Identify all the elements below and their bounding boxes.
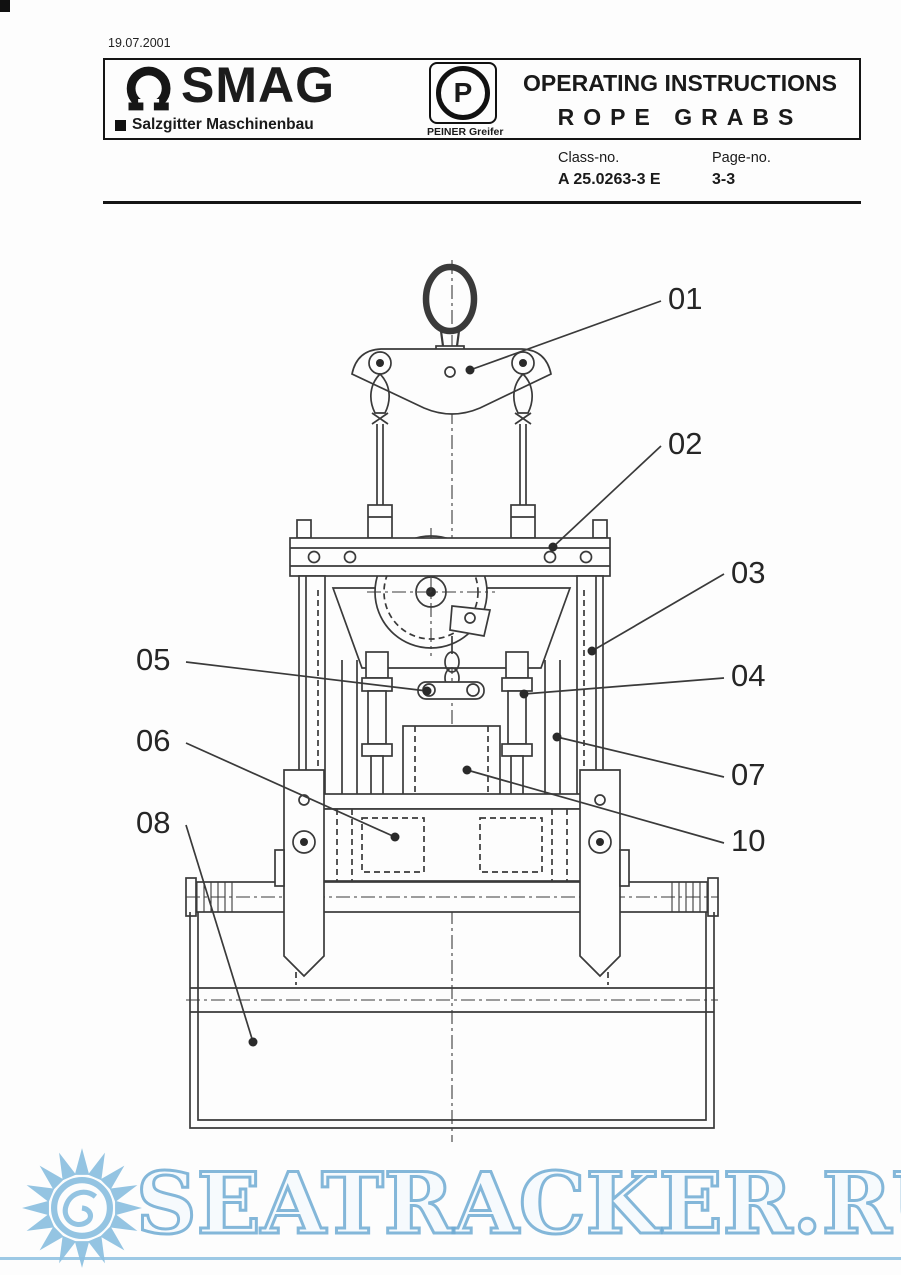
hanger-plates: [274, 769, 630, 978]
lower-frame: [322, 793, 582, 882]
page-number-label: Page-no.: [712, 150, 771, 166]
head-beam: [289, 519, 611, 577]
callout-01: 01: [668, 281, 703, 316]
smag-subtitle-text: Salzgitter Maschinenbau: [132, 116, 314, 133]
callout-08: 08: [136, 805, 171, 840]
date-stamp: 19.07.2001: [108, 36, 171, 50]
peiner-letter: P: [453, 77, 473, 108]
callout-03: 03: [731, 555, 766, 590]
peiner-logo-box: P: [429, 62, 497, 124]
inner-guides: [341, 660, 561, 795]
header-divider: [103, 201, 861, 204]
page-number-block: Page-no. 3-3: [712, 150, 771, 189]
smag-name: SMAG: [181, 57, 335, 113]
peiner-logo: P PEINER Greifer: [427, 62, 504, 138]
smag-square-icon: [115, 119, 126, 131]
callout-10: 10: [731, 823, 766, 858]
bucket-shell: [185, 877, 719, 1129]
central-housing: [402, 725, 501, 797]
class-number-label: Class-no.: [558, 150, 620, 166]
scan-artifact: [0, 0, 10, 12]
document-title: OPERATING INSTRUCTIONS ROPE GRABS: [507, 70, 853, 131]
title-line-2: ROPE GRABS: [557, 104, 803, 130]
class-number-block: Class-no. A 25.0263-3 E: [558, 150, 661, 189]
callout-04: 04: [731, 658, 766, 693]
callout-02: 02: [668, 426, 703, 461]
smag-subtitle: Salzgitter Maschinenbau: [115, 116, 314, 134]
callout-06: 06: [136, 723, 171, 758]
header: SMAG Salzgitter Maschinenbau P PEINER Gr…: [103, 57, 861, 140]
watermark-text: SEATRACKER.RU: [135, 1153, 901, 1255]
callout-dots: [248, 365, 597, 1047]
peiner-circle-icon: P: [436, 66, 490, 120]
peiner-caption: PEINER Greifer: [427, 126, 504, 138]
suspension-ropes: [367, 372, 536, 539]
tie-rods: [361, 651, 533, 805]
callout-leader-lines: [185, 300, 725, 1043]
title-line-1: OPERATING INSTRUCTIONS: [523, 70, 837, 96]
page-number-value: 3-3: [712, 171, 736, 188]
watermark-underline: [0, 1257, 901, 1260]
lifting-ring: [422, 263, 478, 356]
crossbeam: [351, 348, 552, 415]
callout-05: 05: [136, 642, 171, 677]
class-number-value: A 25.0263-3 E: [558, 171, 661, 188]
callout-07: 07: [731, 757, 766, 792]
watermark-sun-icon: [22, 1148, 142, 1268]
smag-omega-icon: [126, 66, 171, 115]
